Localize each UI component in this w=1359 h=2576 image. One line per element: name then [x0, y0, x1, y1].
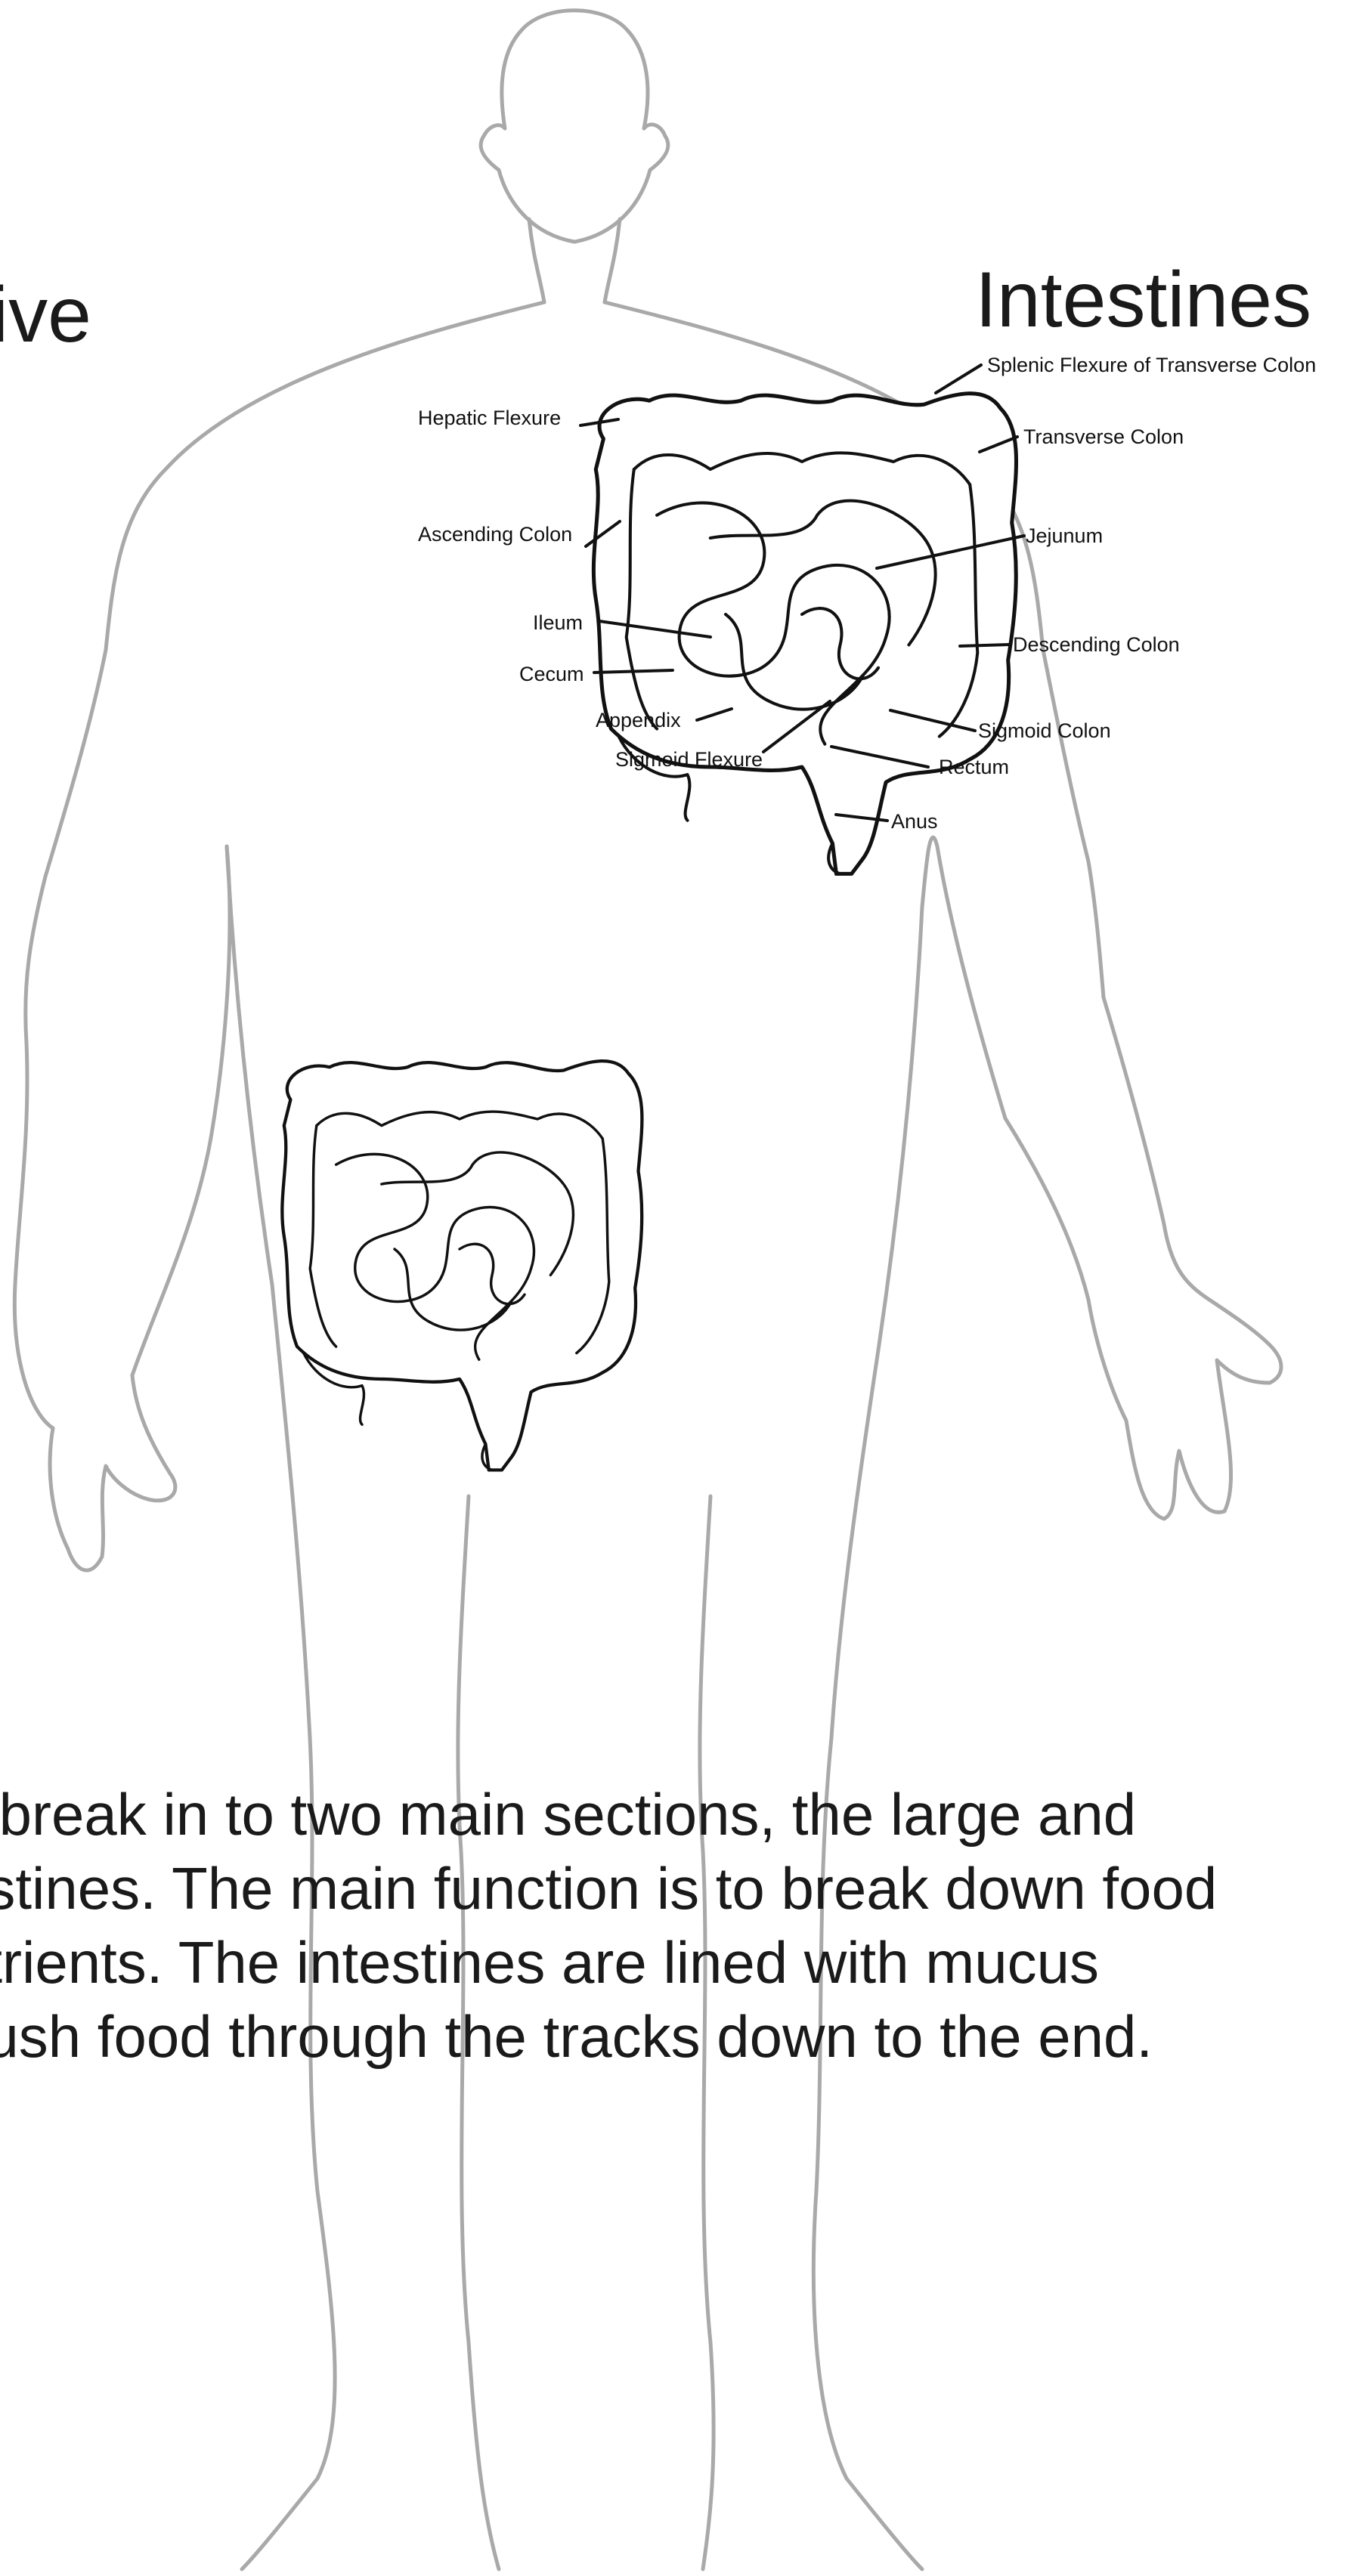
caption-line: s break in to two main sections, the lar… — [0, 1777, 1359, 1851]
label-ascending-colon: Ascending Colon — [418, 523, 572, 546]
caption-line: push food through the tracks down to the… — [0, 1999, 1359, 2073]
body-colon-drawing — [282, 1061, 642, 1470]
caption-line: estines. The main function is to break d… — [0, 1851, 1359, 1925]
label-sigmoid-flexure: Sigmoid Flexure — [615, 748, 763, 771]
label-rectum: Rectum — [939, 756, 1009, 778]
right-inner-arm-outline — [922, 837, 1005, 1118]
label-cecum: Cecum — [519, 663, 584, 685]
body-intestines-drawing — [282, 1061, 642, 1470]
description-paragraph: s break in to two main sections, the lar… — [0, 1777, 1359, 2073]
head-outline — [481, 11, 668, 242]
labeled-intestines-diagram — [593, 394, 1016, 874]
right-arm-outline — [1005, 997, 1281, 1519]
label-descending-colon: Descending Colon — [1013, 633, 1180, 656]
label-appendix: Appendix — [596, 709, 681, 731]
label-jejunum: Jejunum — [1026, 524, 1103, 547]
left-heading-fragment: ive — [0, 271, 91, 359]
human-body-outline — [14, 11, 1281, 2569]
label-transverse-colon: Transverse Colon — [1023, 425, 1184, 448]
page-title: Intestines — [975, 256, 1311, 344]
left-inner-arm-outline — [132, 846, 230, 1375]
labeled-colon-drawing — [593, 394, 1016, 874]
label-hepatic-flexure: Hepatic Flexure — [418, 407, 561, 429]
label-sigmoid-colon: Sigmoid Colon — [978, 719, 1111, 742]
label-ileum: Ileum — [533, 611, 583, 634]
right-leg-outline — [813, 907, 922, 2569]
caption-line: utrients. The intestines are lined with … — [0, 1925, 1359, 1999]
label-anus: Anus — [891, 810, 938, 833]
label-splenic-flexure: Splenic Flexure of Transverse Colon — [987, 354, 1316, 376]
left-hand-outline — [50, 1375, 175, 1570]
